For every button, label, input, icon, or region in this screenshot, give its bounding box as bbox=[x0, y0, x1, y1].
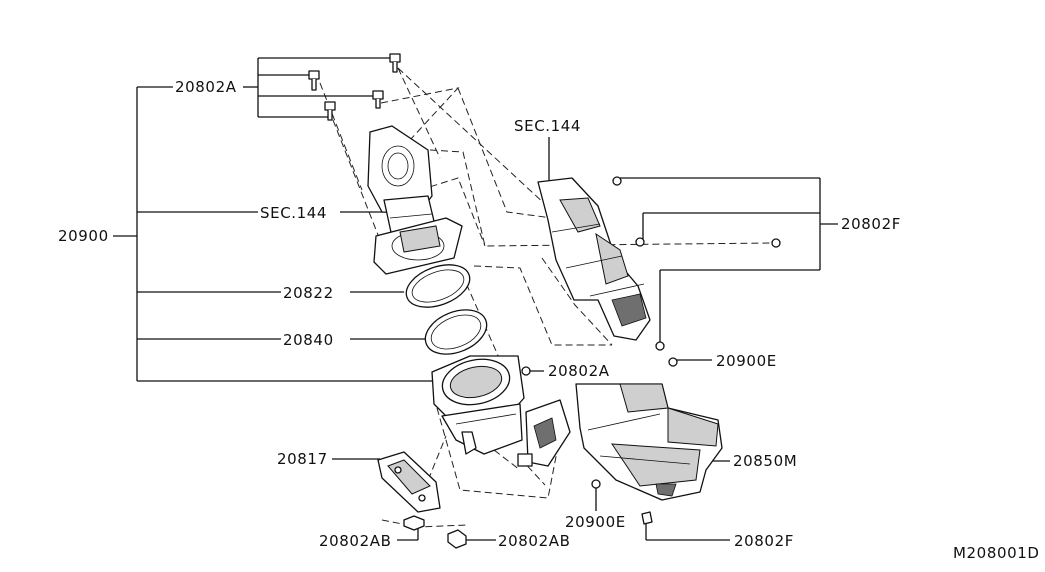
bolt-icon bbox=[771, 238, 781, 248]
gasket-20822 bbox=[405, 264, 471, 308]
part-label-20802AB-left: 20802AB bbox=[317, 532, 394, 550]
part-label-20850M: 20850M bbox=[731, 452, 800, 470]
bolt-icon bbox=[389, 53, 401, 73]
bolt-icon bbox=[655, 341, 665, 351]
bolt-icon bbox=[612, 176, 622, 186]
part-label-20840: 20840 bbox=[281, 331, 336, 349]
part-label-20900E-bottom: 20900E bbox=[563, 513, 628, 531]
lower-heat-shield-20850M bbox=[575, 383, 723, 501]
section-label-sec144-left: SEC.144 bbox=[258, 204, 330, 222]
gasket-20840 bbox=[424, 309, 488, 355]
diagram-code: M208001D bbox=[951, 544, 1042, 562]
catalytic-converter bbox=[431, 355, 571, 467]
bolt-icon bbox=[403, 515, 425, 531]
part-label-20817: 20817 bbox=[275, 450, 330, 468]
bolt-icon bbox=[372, 90, 384, 109]
upper-heat-shield bbox=[537, 177, 651, 341]
dashed-guide-lines bbox=[319, 67, 773, 528]
bolt-icon bbox=[635, 237, 645, 247]
part-label-20802AB-right: 20802AB bbox=[496, 532, 573, 550]
part-label-20900: 20900 bbox=[56, 227, 111, 245]
bolt-icon bbox=[668, 357, 678, 367]
part-label-20802A-top: 20802A bbox=[173, 78, 239, 96]
bolt-icon bbox=[447, 529, 467, 549]
part-label-20900E-top: 20900E bbox=[714, 352, 779, 370]
bolt-icon bbox=[308, 70, 320, 91]
bracket-20817 bbox=[377, 451, 441, 513]
leader-lines bbox=[113, 57, 838, 541]
part-label-20802F-bottom: 20802F bbox=[732, 532, 796, 550]
part-label-20802A-mid: 20802A bbox=[546, 362, 612, 380]
part-label-20822: 20822 bbox=[281, 284, 336, 302]
bolt-icon bbox=[641, 511, 653, 525]
part-label-20802F-right: 20802F bbox=[839, 215, 903, 233]
bolt-icon bbox=[324, 101, 336, 121]
bolt-icon bbox=[591, 479, 601, 489]
section-label-sec144-right: SEC.144 bbox=[512, 117, 584, 135]
bolt-icon bbox=[521, 366, 531, 376]
upper-exhaust-manifold bbox=[367, 125, 463, 275]
